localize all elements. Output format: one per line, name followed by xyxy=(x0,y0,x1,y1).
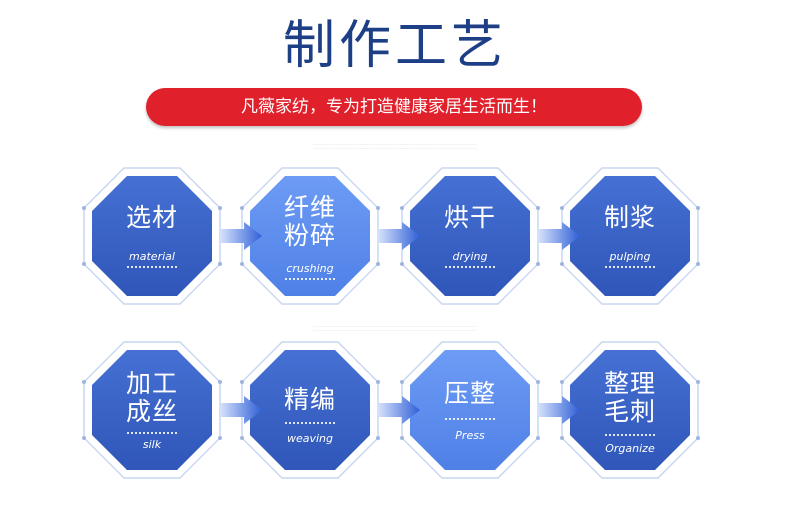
decorative-fine-text-line: ········································… xyxy=(312,142,478,146)
octagon-shape xyxy=(400,167,540,305)
dotted-underline xyxy=(445,266,495,268)
step-label-zh: 加工成丝 xyxy=(125,369,178,426)
octagon-shape xyxy=(240,341,380,479)
step-label-en: crushing xyxy=(286,262,334,275)
step-crushing: 纤维粉碎 crushing xyxy=(240,166,380,306)
slogan-banner: 凡薇家纺，专为打造健康家居生活而生！ xyxy=(146,88,642,126)
step-label-en: Press xyxy=(455,429,485,442)
arrow-right-icon xyxy=(220,222,262,250)
arrow-right-icon xyxy=(378,222,420,250)
step-label-zh: 纤维粉碎 xyxy=(283,193,336,250)
step-material: 选材 material xyxy=(82,166,222,306)
octagon-shape xyxy=(240,167,380,305)
step-label-zh: 整理毛刺 xyxy=(603,369,656,426)
dotted-underline xyxy=(127,432,177,434)
dotted-underline xyxy=(605,434,655,436)
dotted-underline xyxy=(445,418,495,420)
step-press: 压整 Press xyxy=(400,340,540,480)
dotted-underline xyxy=(127,266,177,268)
octagon-shape xyxy=(560,167,700,305)
dotted-underline xyxy=(605,266,655,268)
step-label-zh: 精编 xyxy=(283,385,336,414)
step-organize: 整理毛刺 Organize xyxy=(560,340,700,480)
octagon-shape xyxy=(82,341,222,479)
arrow-right-icon xyxy=(378,396,420,424)
step-pulping: 制浆 pulping xyxy=(560,166,700,306)
step-label-zh: 选材 xyxy=(125,203,178,232)
step-drying: 烘干 drying xyxy=(400,166,540,306)
decorative-fine-text-line: ········································… xyxy=(312,146,478,150)
dotted-underline xyxy=(285,278,335,280)
octagon-shape xyxy=(82,167,222,305)
page-title: 制作工艺 xyxy=(282,16,507,76)
step-label-en: drying xyxy=(452,250,488,263)
step-label-en: Organize xyxy=(605,442,655,455)
dotted-underline xyxy=(285,422,335,424)
step-label-en: weaving xyxy=(286,432,334,445)
arrow-right-icon xyxy=(538,222,580,250)
step-label-en: silk xyxy=(142,438,162,451)
step-weaving: 精编 weaving xyxy=(240,340,380,480)
step-label-zh: 烘干 xyxy=(443,203,496,232)
decorative-fine-text-line: ········································… xyxy=(312,328,478,332)
octagon-shape xyxy=(400,341,540,479)
step-label-zh: 制浆 xyxy=(603,203,656,232)
step-silk: 加工成丝 silk xyxy=(82,340,222,480)
step-label-en: pulping xyxy=(609,250,651,263)
step-label-zh: 压整 xyxy=(443,379,496,408)
arrow-right-icon xyxy=(220,396,262,424)
arrow-right-icon xyxy=(538,396,580,424)
decorative-fine-text-line: ········································… xyxy=(312,324,478,328)
step-label-en: material xyxy=(129,250,175,263)
